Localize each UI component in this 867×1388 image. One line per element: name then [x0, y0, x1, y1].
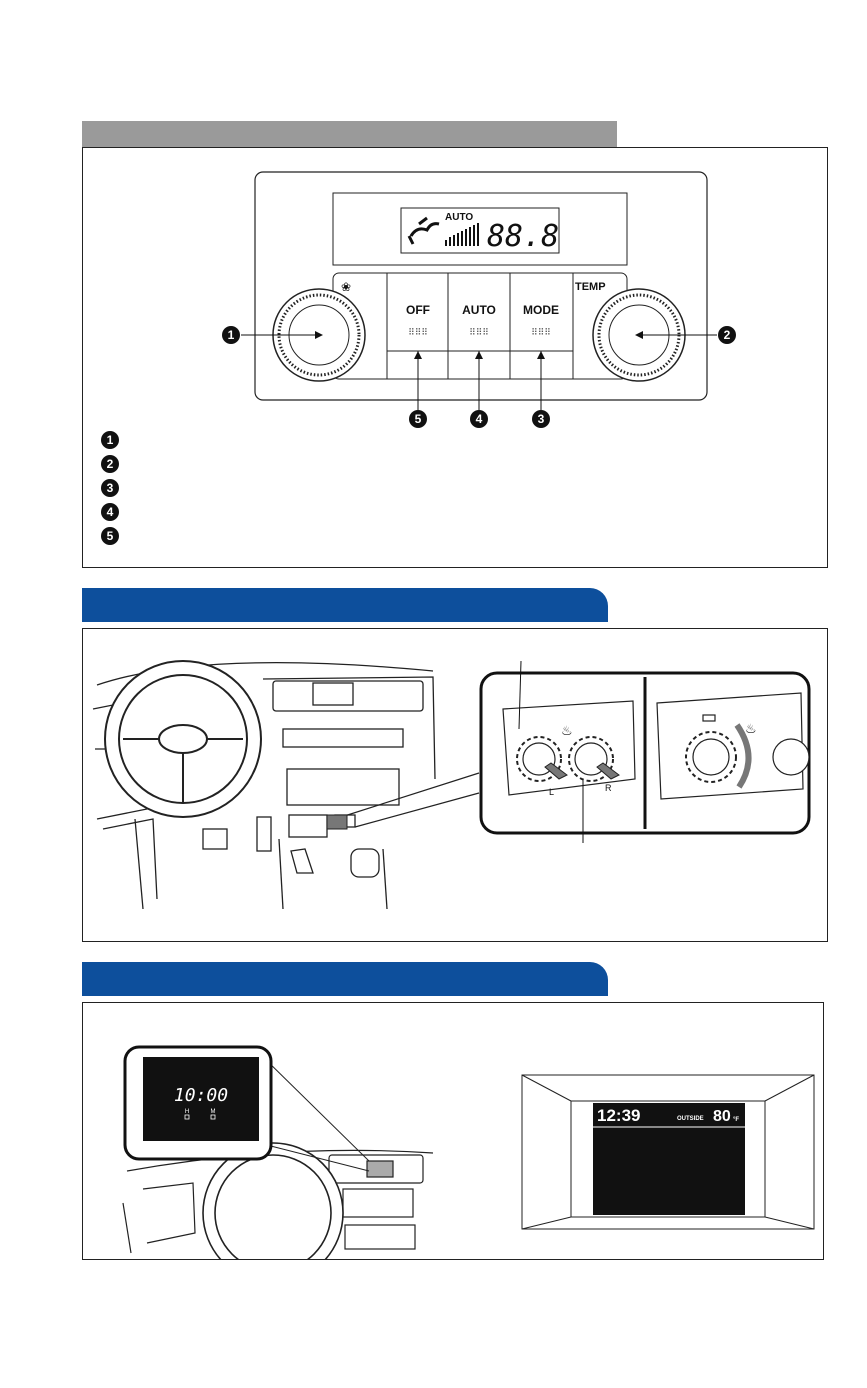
clock-h-button[interactable] [184, 1114, 190, 1120]
legend-number: 4 [101, 503, 119, 521]
legend-item: 1 [101, 428, 119, 452]
right-seat-label: R [605, 783, 612, 793]
multi-display-time: 12:39 [597, 1106, 640, 1125]
clock-illustration: 10:00 H M 12:39 OUTSIDE 80 °F [122, 1045, 815, 1284]
auto-button[interactable]: AUTO ⠿⠿⠿ [462, 303, 496, 338]
outside-label: OUTSIDE [677, 1116, 704, 1122]
callout-2: 2 [718, 326, 736, 344]
legend-number: 1 [101, 431, 119, 449]
seat-heater-section: L R ♨ ♨ [82, 628, 828, 942]
legend-number: 2 [101, 455, 119, 473]
clock-steering-wheel [202, 1142, 344, 1284]
seat-heater-illustration: L R ♨ ♨ [92, 660, 811, 910]
steering-wheel [104, 660, 262, 818]
outside-temp: 80 [713, 1108, 731, 1125]
legend-item: 5 [101, 524, 119, 548]
multi-info-display-frame [521, 1074, 815, 1230]
svg-text:4: 4 [476, 412, 483, 426]
clock-section: 10:00 H M 12:39 OUTSIDE 80 °F [82, 1002, 824, 1284]
section-header-clock [82, 962, 608, 996]
callout-legend: 1 2 3 4 5 [101, 428, 119, 548]
fan-speed-bars [445, 223, 479, 246]
seat-heater-icon: ♨ [561, 724, 573, 739]
clock-display [143, 1057, 259, 1141]
lcd-auto-text: AUTO [445, 212, 473, 223]
clock-time: 10:00 [174, 1085, 228, 1106]
svg-text:⠿⠿⠿: ⠿⠿⠿ [469, 327, 489, 338]
callout-1: 1 [222, 326, 240, 344]
clock-h-label: H [185, 1109, 189, 1115]
legend-item: 2 [101, 452, 119, 476]
svg-text:MODE: MODE [523, 303, 559, 317]
temp-unit: °F [733, 1117, 739, 1123]
lcd-temperature: 88.8 [487, 219, 559, 254]
clock-m-button[interactable] [210, 1114, 216, 1120]
fan-icon: ❀ [341, 280, 351, 294]
callout-4: 4 [470, 410, 488, 428]
climate-section: AUTO 88.8 ❀ TEMP OFF ⠿⠿⠿ AUTO ⠿⠿⠿ [82, 147, 828, 568]
climate-control-panel-illustration: AUTO 88.8 ❀ TEMP OFF ⠿⠿⠿ AUTO ⠿⠿⠿ [222, 171, 736, 428]
clock-m-label: M [211, 1109, 216, 1115]
left-seat-label: L [549, 787, 554, 797]
section-header-climate [82, 121, 617, 147]
off-button[interactable]: OFF ⠿⠿⠿ [406, 303, 430, 338]
airflow-icon [407, 216, 440, 245]
svg-text:1: 1 [228, 328, 235, 342]
dashboard-drawing [92, 662, 436, 910]
legend-item: 3 [101, 476, 119, 500]
legend-item: 4 [101, 500, 119, 524]
svg-text:5: 5 [415, 412, 422, 426]
svg-text:2: 2 [724, 328, 731, 342]
svg-text:⠿⠿⠿: ⠿⠿⠿ [408, 327, 428, 338]
legend-number: 3 [101, 479, 119, 497]
mode-button[interactable]: MODE ⠿⠿⠿ [523, 303, 559, 338]
svg-text:AUTO: AUTO [462, 303, 496, 317]
svg-text:3: 3 [538, 412, 545, 426]
callout-3: 3 [532, 410, 550, 428]
temp-label: TEMP [575, 281, 606, 293]
callout-5: 5 [409, 410, 427, 428]
legend-number: 5 [101, 527, 119, 545]
svg-text:OFF: OFF [406, 303, 430, 317]
svg-text:⠿⠿⠿: ⠿⠿⠿ [531, 327, 551, 338]
section-header-seat-heaters [82, 588, 608, 622]
seat-heater-icon-right: ♨ [745, 722, 757, 737]
